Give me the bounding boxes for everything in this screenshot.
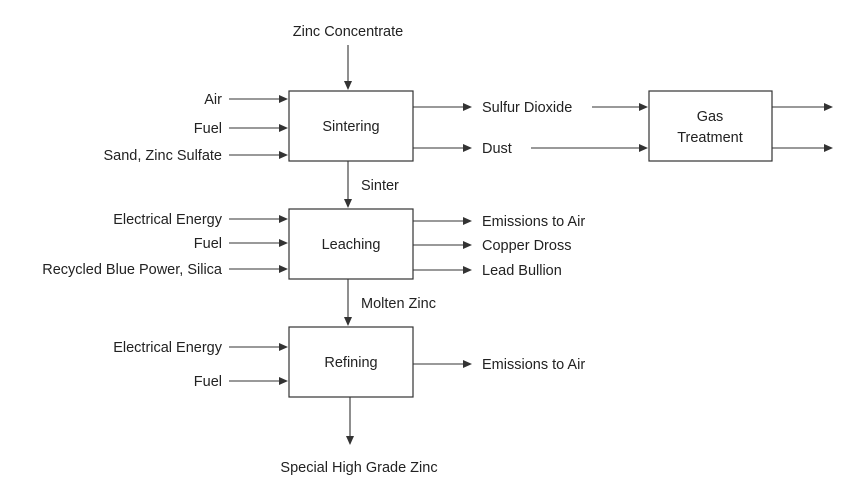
- intermediate-sinter-label: Sinter: [361, 178, 399, 194]
- output-special-high-grade-zinc-label: Special High Grade Zinc: [280, 460, 437, 476]
- input-air-label: Air: [204, 92, 222, 108]
- leaching-label: Leaching: [322, 237, 381, 253]
- input-electrical-energy-refining-label: Electrical Energy: [113, 340, 223, 356]
- sintering-box: [288, 90, 414, 162]
- leaching-box: [288, 208, 414, 280]
- input-recycled-blue-power-silica-label: Recycled Blue Power, Silica: [42, 262, 223, 278]
- input-fuel-sintering-label: Fuel: [194, 121, 222, 137]
- output-lead-bullion-label: Lead Bullion: [482, 263, 562, 279]
- input-sand-zinc-sulfate-label: Sand, Zinc Sulfate: [104, 148, 223, 164]
- leaching-process: Leaching: [288, 208, 414, 280]
- output-sulfur-dioxide-label: Sulfur Dioxide: [482, 100, 572, 116]
- input-fuel-refining-label: Fuel: [194, 374, 222, 390]
- input-electrical-energy-leaching-label: Electrical Energy: [113, 212, 223, 228]
- input-zinc-concentrate-label: Zinc Concentrate: [293, 24, 403, 40]
- output-dust-label: Dust: [482, 141, 512, 157]
- sintering-label: Sintering: [322, 119, 379, 135]
- refining-label: Refining: [324, 355, 377, 371]
- output-emissions-to-air-leaching-label: Emissions to Air: [482, 214, 585, 230]
- output-emissions-to-air-refining-label: Emissions to Air: [482, 357, 585, 373]
- intermediate-molten-zinc-label: Molten Zinc: [361, 296, 436, 312]
- gas-treatment-process: Gas Treatment: [648, 90, 773, 162]
- output-copper-dross-label: Copper Dross: [482, 238, 571, 254]
- refining-box: [288, 326, 414, 398]
- sintering-process: Sintering: [288, 90, 414, 162]
- refining-process: Refining: [288, 326, 414, 398]
- gas-treatment-label-line1: Gas: [697, 109, 724, 125]
- gas-treatment-box: [648, 90, 773, 162]
- gas-treatment-label-line2: Treatment: [677, 130, 743, 146]
- input-fuel-leaching-label: Fuel: [194, 236, 222, 252]
